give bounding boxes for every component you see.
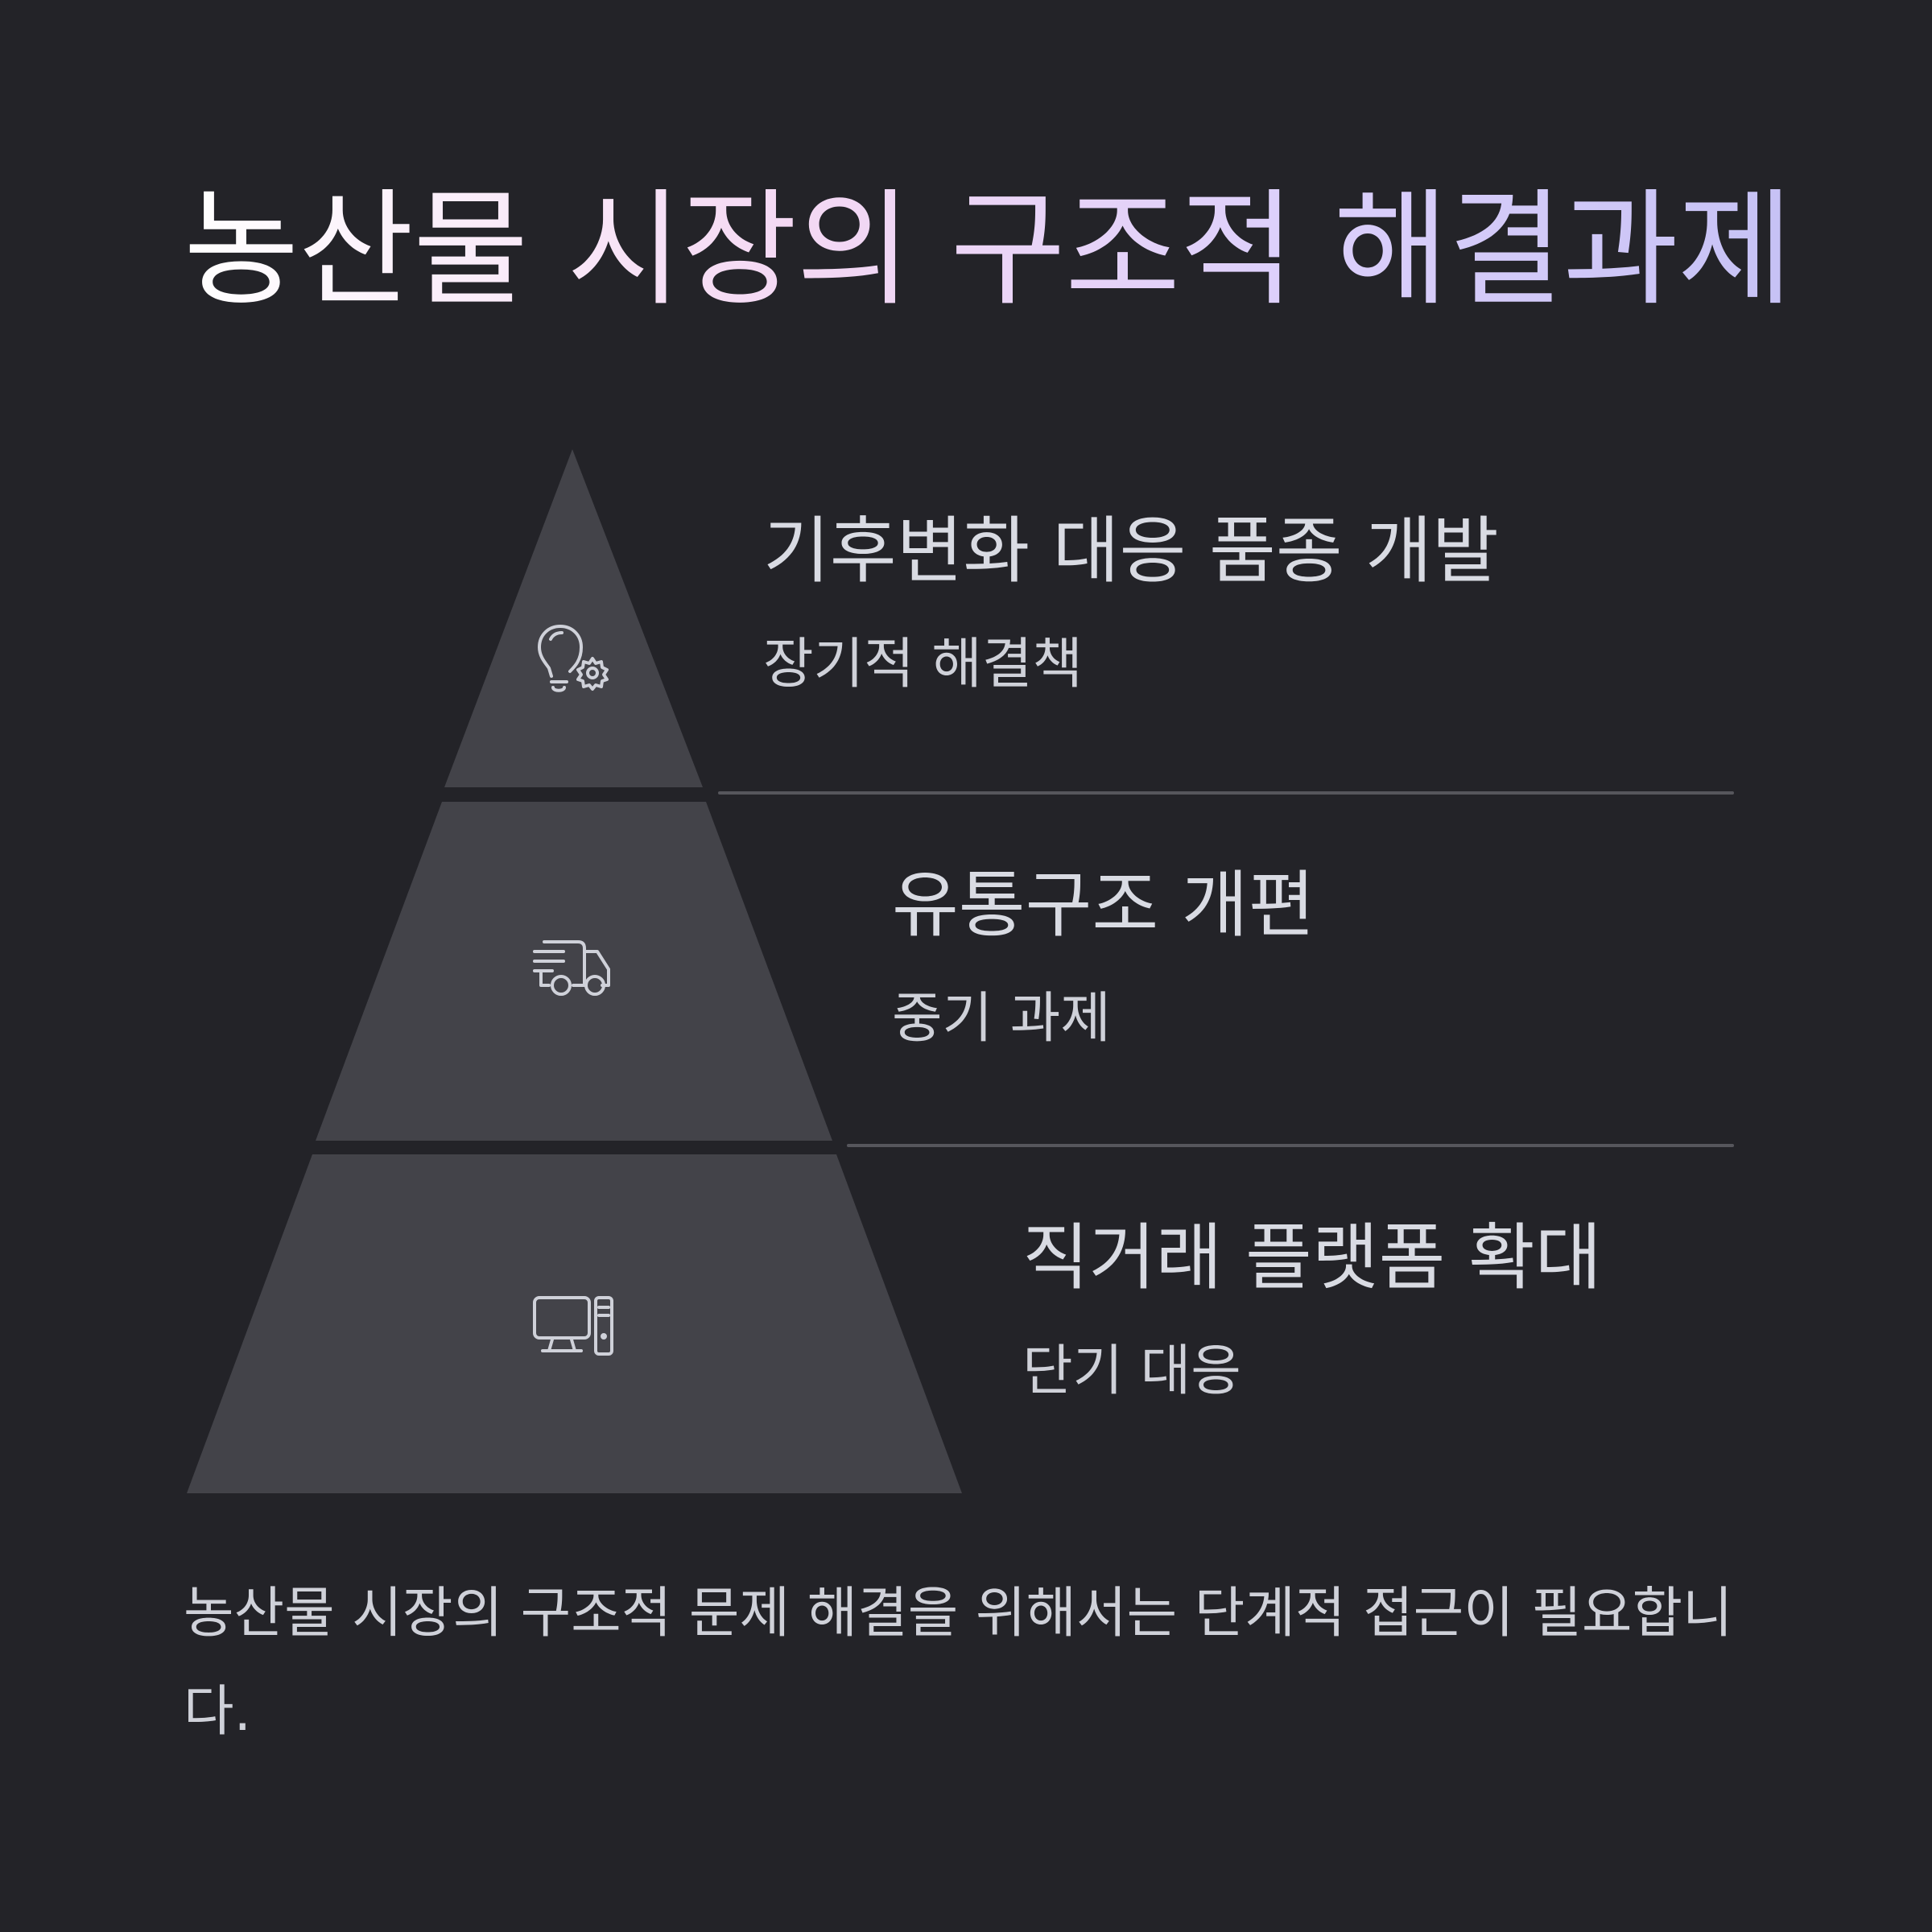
tier-divider-2 [847, 1144, 1734, 1147]
pyramid-tier-top [444, 449, 703, 787]
footer-description: 농산물 시장의 구조적 문제 해결을 위해서는 단계적 접근이 필요합니다. [184, 1582, 1733, 1744]
desktop-computer-icon [531, 1291, 615, 1375]
tier-bottom-title: 직거래 플랫폼 확대 [1022, 1216, 1602, 1300]
delivery-truck-icon [531, 934, 615, 1018]
tier-bottom-subtitle: 단기 대응 [1022, 1340, 1241, 1403]
tier-middle-subtitle: 중기 과제 [892, 987, 1111, 1051]
tier-bottom-text: 직거래 플랫폼 확대 단기 대응 [1022, 1222, 1602, 1399]
tier-middle-text: 유통구조 개편 중기 과제 [892, 869, 1315, 1046]
tier-top-text: 기후변화 대응 품종 개발 장기적 해결책 [763, 515, 1499, 692]
tier-top-title: 기후변화 대응 품종 개발 [763, 509, 1499, 593]
tier-middle-title: 유통구조 개편 [892, 863, 1315, 947]
pyramid-tier-middle [316, 802, 832, 1141]
tier-top-subtitle: 장기적 해결책 [763, 633, 1083, 696]
lightbulb-gear-icon [531, 621, 615, 705]
page-title: 농산물 시장의 구조적 해결과제 [184, 176, 1794, 323]
pyramid-tier-bottom [187, 1154, 962, 1493]
tier-divider-1 [718, 791, 1734, 795]
